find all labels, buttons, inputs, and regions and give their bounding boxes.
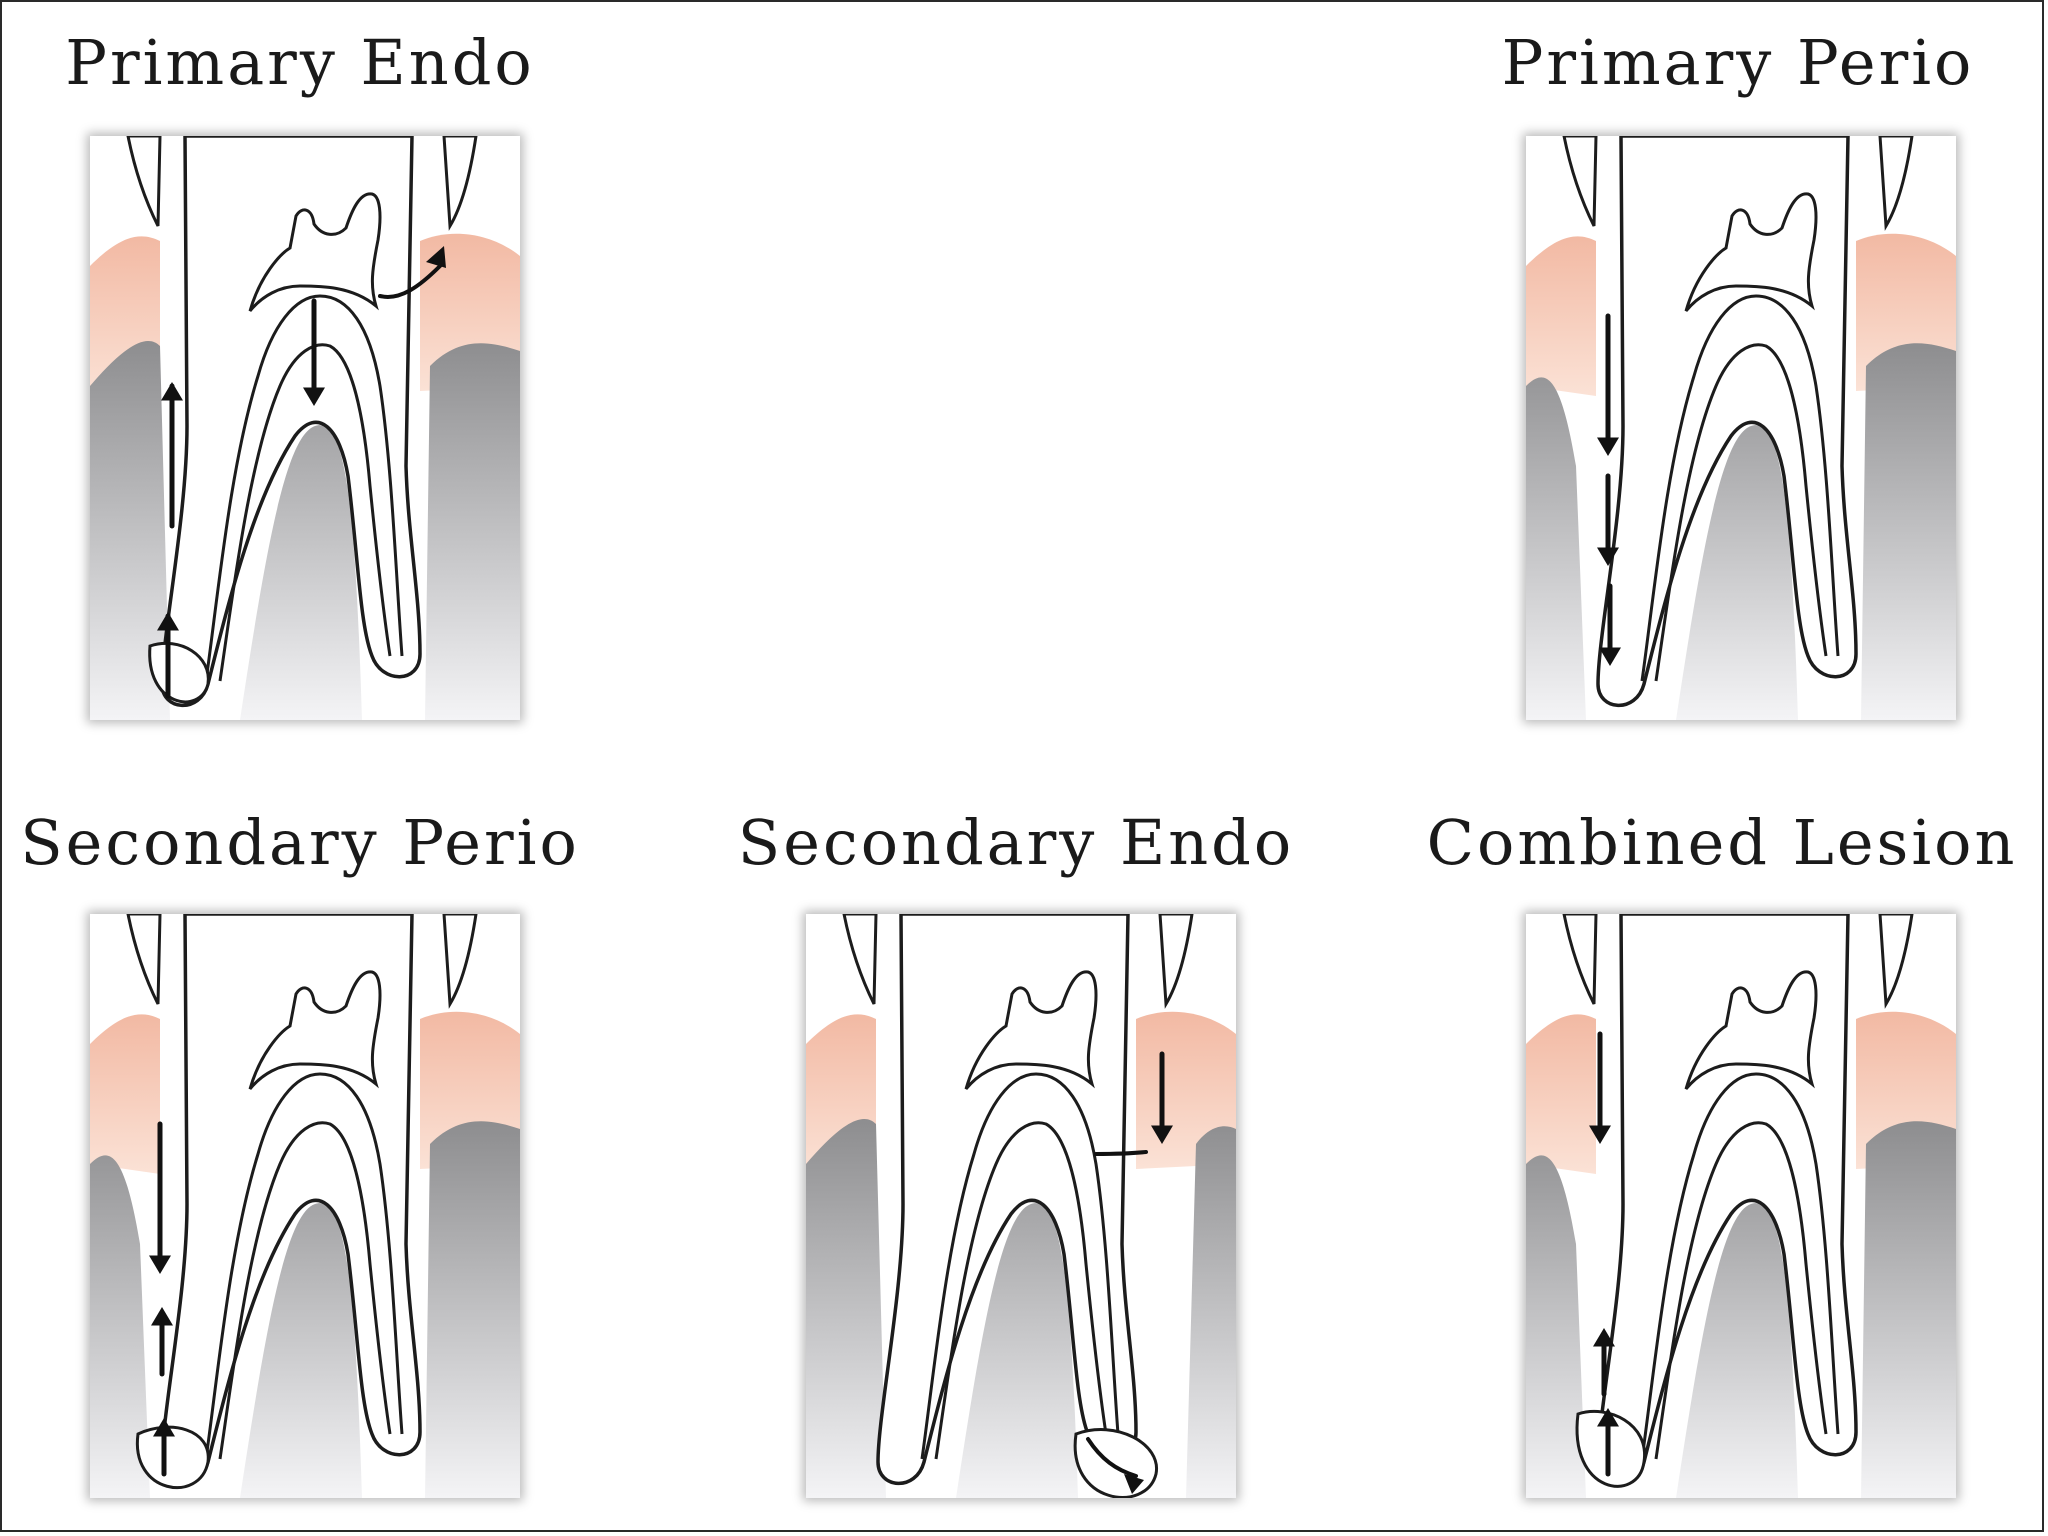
panel-combined-lesion <box>1526 914 1956 1498</box>
panel-secondary-endo <box>806 914 1236 1498</box>
caption-secondary-perio: Secondary Perio <box>20 806 580 879</box>
caption-secondary-endo: Secondary Endo <box>737 806 1295 879</box>
panel-primary-perio <box>1526 136 1956 720</box>
tooth-diagram-primary-perio <box>1526 136 1956 720</box>
caption-primary-endo: Primary Endo <box>65 26 535 99</box>
panel-primary-endo <box>90 136 520 720</box>
arrows-secondary-endo <box>1086 1051 1173 1494</box>
tooth-diagram-combined-lesion <box>1526 914 1956 1498</box>
arrows-primary-perio <box>1597 313 1621 666</box>
caption-primary-perio: Primary Perio <box>1501 26 1975 99</box>
caption-combined-lesion: Combined Lesion <box>1426 806 2018 879</box>
arrows-combined-lesion <box>1589 1031 1619 1477</box>
arrows-primary-endo <box>157 246 446 699</box>
panel-secondary-perio <box>90 914 520 1498</box>
tooth-diagram-secondary-endo <box>806 914 1236 1498</box>
tooth-diagram-primary-endo <box>90 136 520 720</box>
tooth-diagram-secondary-perio <box>90 914 520 1498</box>
arrows-secondary-perio <box>149 1121 175 1477</box>
